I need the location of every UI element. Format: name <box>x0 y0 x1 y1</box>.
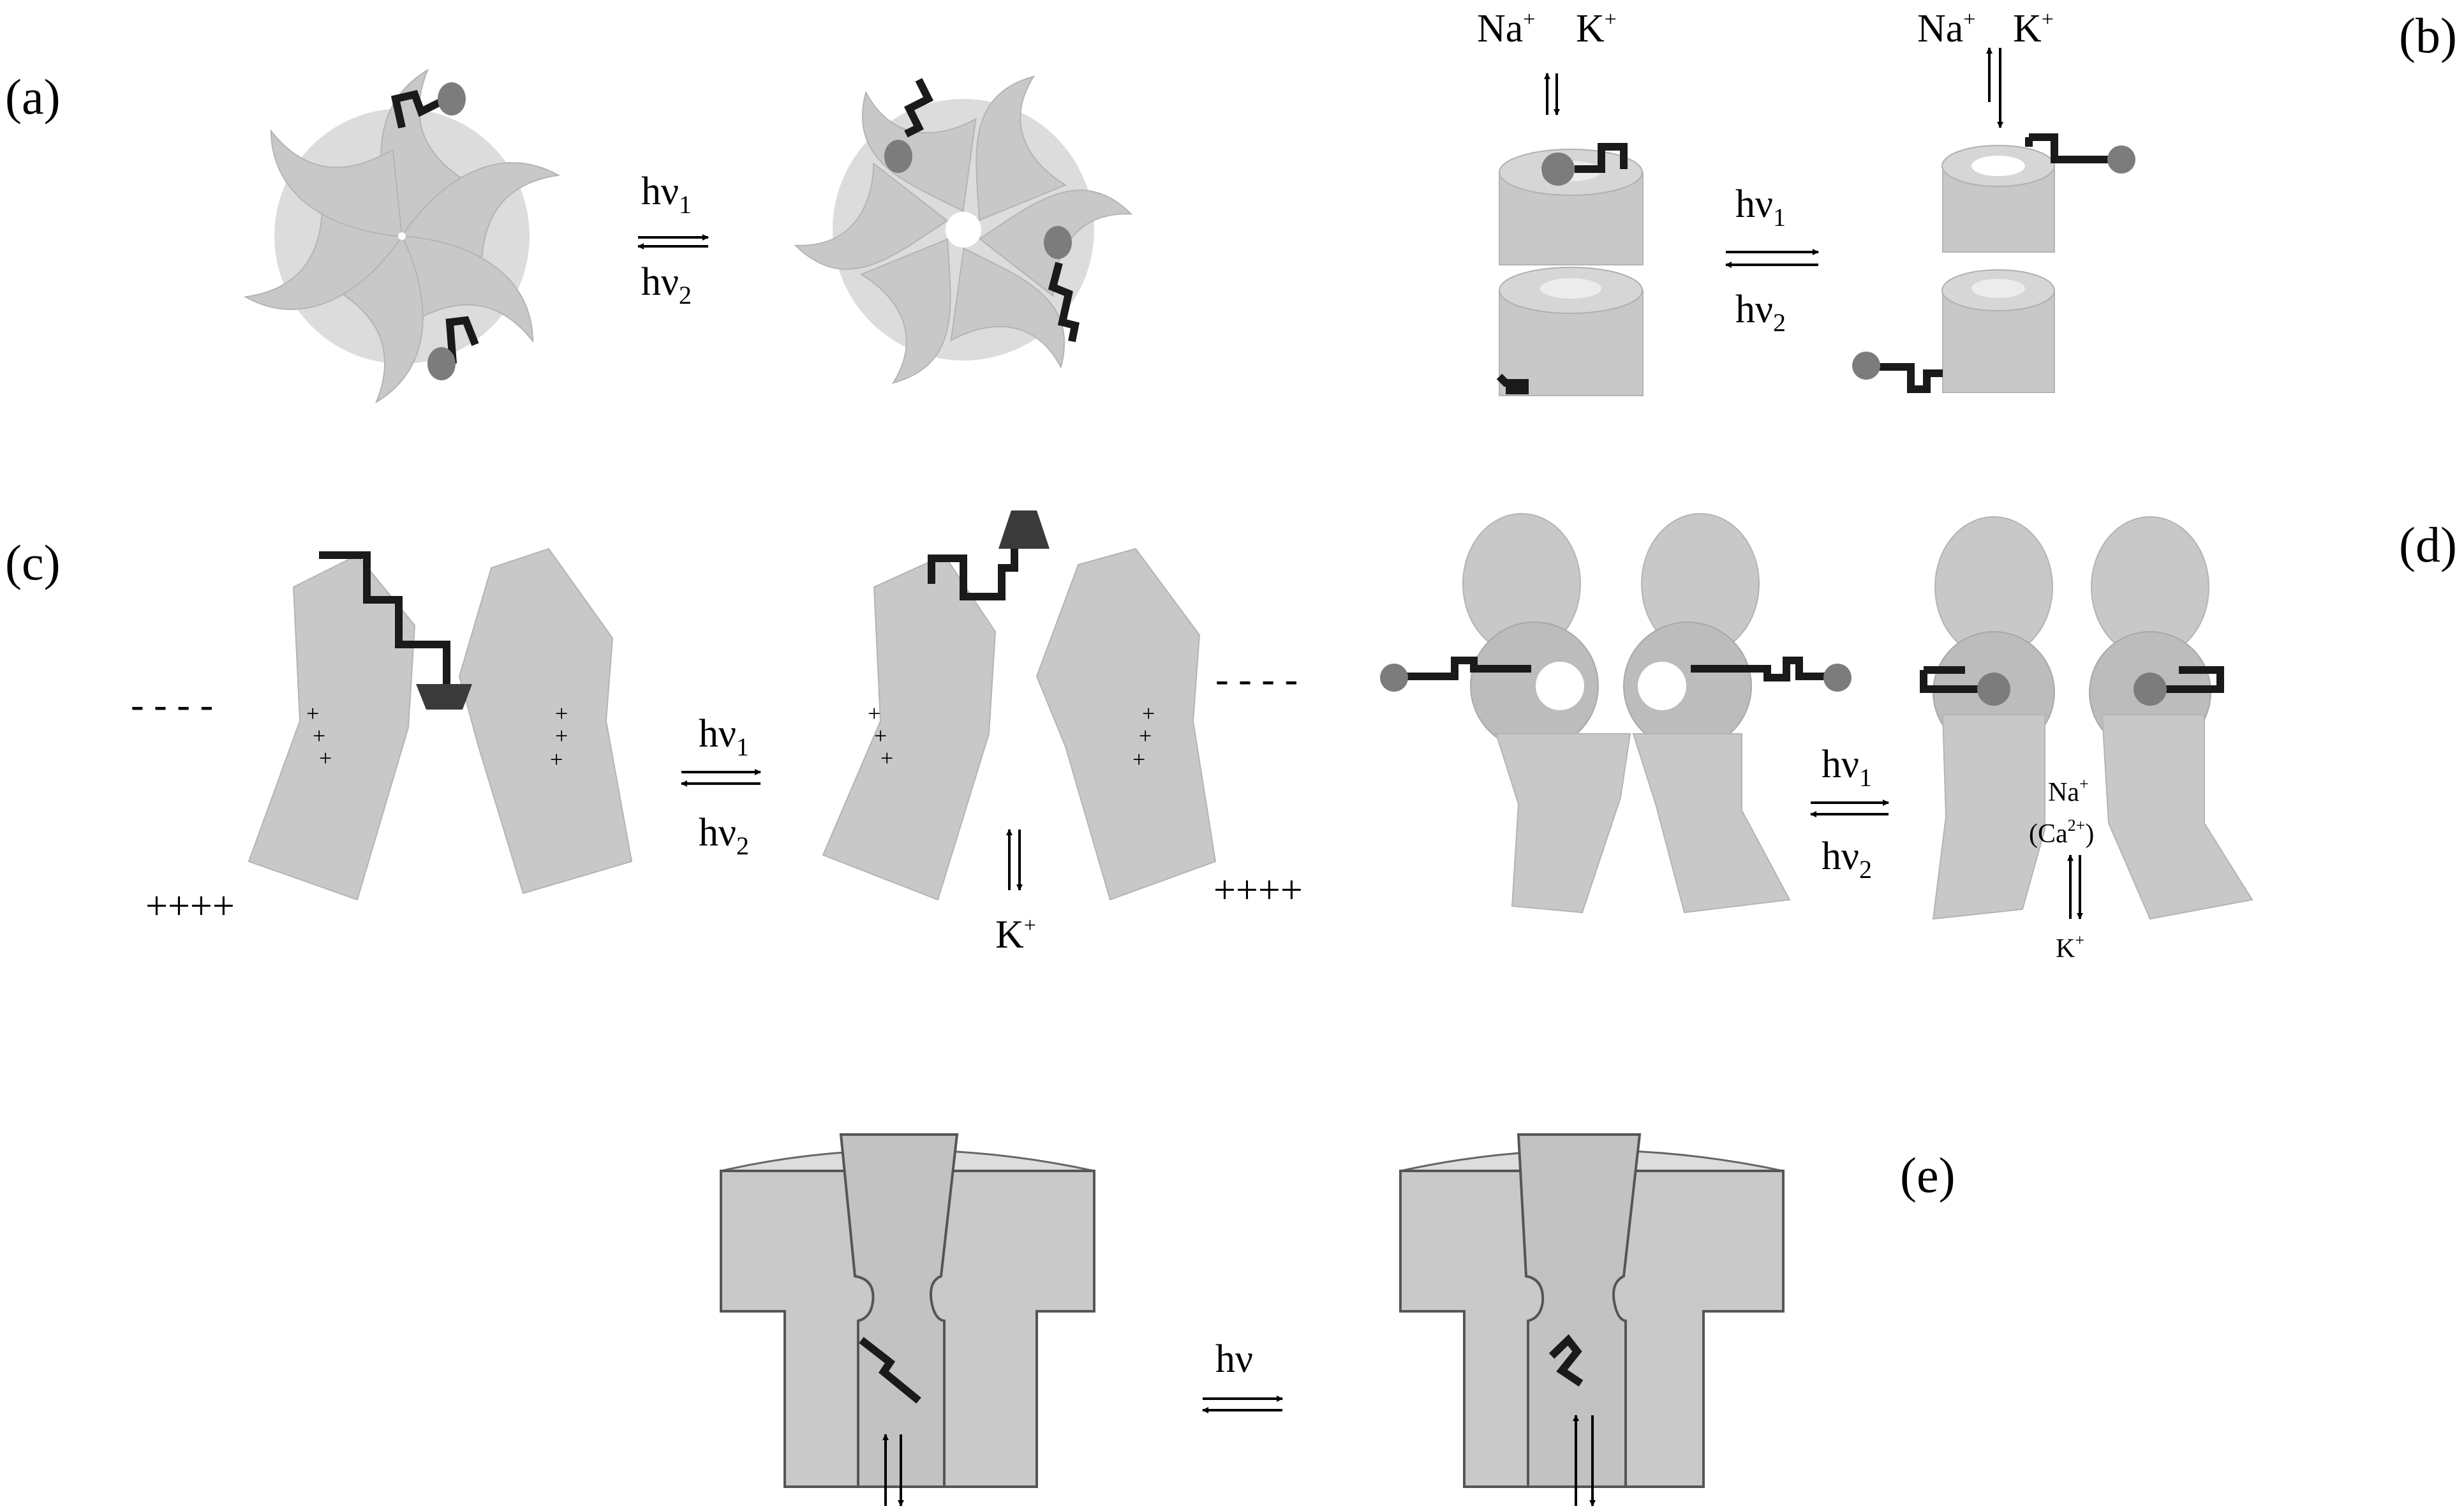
subunit-right <box>2101 714 2253 920</box>
svg-text:(Ca2+): (Ca2+) <box>2029 816 2094 849</box>
cylinder-channel-open <box>1852 133 2135 393</box>
panel-a-label: (a) <box>5 69 61 124</box>
svg-text:hν1: hν1 <box>641 170 692 219</box>
svg-text:hν2: hν2 <box>641 260 692 309</box>
svg-text:hν2: hν2 <box>1735 288 1786 337</box>
photoswitch-linker <box>445 316 479 364</box>
tether-ball <box>1044 226 1072 259</box>
svg-text:+: + <box>880 745 893 771</box>
svg-text:+: + <box>555 701 568 726</box>
panel-d: (d) hν1 hν2 <box>1380 513 2457 964</box>
tether-ball <box>1380 664 1408 692</box>
svg-text:hν: hν <box>1215 1337 1253 1381</box>
panel-c: (c) - - - - ++++ +++ +++ hν1 hν2 <box>5 510 1303 956</box>
subunit-right <box>1035 547 1217 901</box>
equilibrium-arrows: hν1 hν2 <box>1810 743 1889 884</box>
tether-ball <box>1823 664 1852 692</box>
svg-text:+: + <box>1139 723 1152 748</box>
svg-text:+: + <box>313 723 325 748</box>
pinwheel-open <box>794 75 1133 384</box>
photoswitch-linker <box>390 89 442 129</box>
svg-text:+: + <box>1142 701 1155 726</box>
panel-a: (a) hν1 hν2 <box>5 68 1133 404</box>
svg-text:K+: K+ <box>2013 7 2054 50</box>
photoswitch-linker <box>903 78 934 138</box>
svg-text:K+: K+ <box>1576 7 1617 50</box>
channel-open: Na+ (Ca2+) K+ <box>1920 516 2253 964</box>
tether-ball <box>438 82 466 115</box>
subunit-left <box>248 554 416 901</box>
photoswitch-linker <box>1876 363 1943 393</box>
photoswitch-linker <box>928 549 1018 600</box>
blocker <box>998 510 1050 549</box>
photoswitch-linker <box>1496 373 1529 394</box>
tether-ball <box>1541 153 1575 186</box>
membrane-plus-left: ++++ <box>145 884 235 928</box>
svg-text:hν1: hν1 <box>699 712 749 761</box>
svg-text:hν2: hν2 <box>699 811 749 860</box>
svg-text:Na+: Na+ <box>1917 7 1975 50</box>
pore-center <box>398 232 406 240</box>
pore-closed <box>720 1133 1095 1507</box>
photoswitch-linker <box>319 551 450 684</box>
cylinder-channel-closed <box>1496 143 1644 396</box>
channel-closed: +++ +++ <box>248 547 633 901</box>
photoswitch-linker <box>1400 657 1531 680</box>
svg-text:+: + <box>868 701 880 726</box>
svg-text:+: + <box>319 745 332 771</box>
svg-text:+: + <box>874 723 887 748</box>
equilibrium-arrows: hν1 hν2 <box>681 712 761 860</box>
pinwheel-blades <box>243 68 561 404</box>
equilibrium-arrows: hν1 hν2 <box>637 170 709 309</box>
svg-text:Na+: Na+ <box>2048 775 2089 807</box>
panel-e: (e) hν <box>720 1133 1956 1507</box>
channel-open: +++ +++ K+ <box>822 510 1217 956</box>
pore-center <box>946 212 981 248</box>
subunit-left <box>822 554 997 901</box>
pore-open <box>1399 1133 1785 1507</box>
photoswitch-linker <box>1920 670 1978 693</box>
tether-ball <box>2107 145 2135 174</box>
equilibrium-arrows: hν1 hν2 <box>1725 182 1819 337</box>
panel-e-label: (e) <box>1900 1147 1956 1203</box>
svg-text:hν1: hν1 <box>1735 182 1786 232</box>
tether-ball <box>2134 673 2167 706</box>
equilibrium-arrows: hν <box>1202 1337 1283 1413</box>
membrane-minus-right: - - - - <box>1215 658 1298 701</box>
panel-c-label: (c) <box>5 535 61 590</box>
svg-text:K+: K+ <box>995 913 1036 956</box>
photoswitch-linker <box>2166 666 2224 693</box>
panel-b: (b) Na+ K+ hν1 hν2 Na+ K+ <box>1477 7 2457 396</box>
subunit-left <box>1495 733 1631 914</box>
subunit-right <box>1632 733 1791 914</box>
membrane-plus-right: ++++ <box>1213 868 1303 912</box>
photoswitch-linker <box>1048 262 1080 343</box>
membrane-minus-left: - - - - <box>131 683 213 727</box>
svg-text:Na+: Na+ <box>1477 7 1535 50</box>
pinwheel-closed <box>243 68 561 404</box>
svg-text:hν2: hν2 <box>1822 835 1872 884</box>
svg-text:+: + <box>555 723 568 748</box>
tether-ball <box>1852 352 1880 380</box>
subunit-left <box>1932 714 2045 920</box>
svg-text:K+: K+ <box>2056 931 2084 964</box>
tether-ball <box>427 347 456 380</box>
photoswitch-linker <box>1548 1334 1584 1387</box>
blocker <box>416 684 472 710</box>
channel-closed <box>1380 513 1852 914</box>
svg-text:+: + <box>1132 747 1145 772</box>
tether-ball <box>1977 673 2010 706</box>
svg-text:+: + <box>550 747 563 772</box>
panel-b-label: (b) <box>2399 8 2457 63</box>
svg-text:hν1: hν1 <box>1822 743 1872 792</box>
photoswitch-linker <box>1691 657 1825 681</box>
photoswitch-linker <box>1575 143 1628 173</box>
tether-ball <box>884 140 912 173</box>
photoswitch-linker <box>859 1337 921 1404</box>
subunit-right <box>458 547 633 895</box>
svg-text:+: + <box>306 701 319 726</box>
panel-d-label: (d) <box>2399 517 2457 572</box>
